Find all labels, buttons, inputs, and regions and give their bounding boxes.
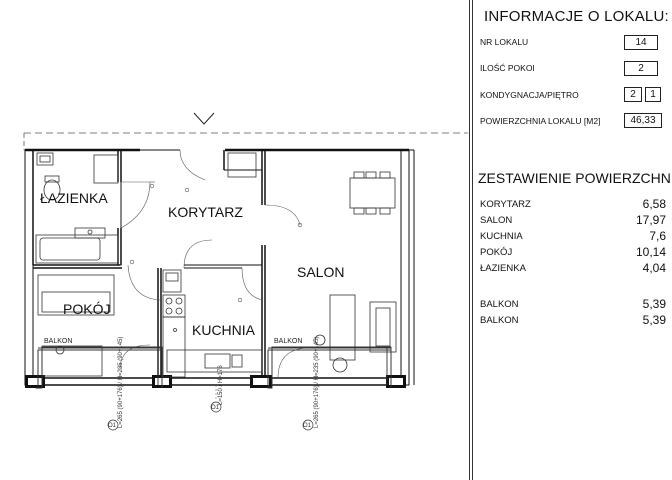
summary-row-value: 17,97 — [635, 213, 666, 227]
window-note-2: L=265 (90+176) / H=235 (90+145) — [314, 337, 320, 428]
room-label-korytarz: KORYTARZ — [168, 204, 243, 220]
balcony-left-label: BALKON — [44, 338, 72, 345]
room-label-salon: SALON — [297, 264, 344, 280]
window-note-3: L=150 / H=176 — [218, 365, 224, 405]
room-label-kuchnia: KUCHNIA — [192, 322, 256, 338]
balconies — [35, 346, 392, 389]
summary-row-value: 4,04 — [642, 261, 666, 275]
room-label-pokoj: POKÓJ — [63, 301, 110, 317]
summary-row: ŁAZIENKA 4,04 — [480, 261, 666, 275]
summary-balcony-row: BALKON 5,39 — [480, 297, 666, 311]
window-tag-3: O1 — [211, 405, 220, 411]
window-annotations: L=265 (90+176) / H=235 (90+145) L=265 (9… — [107, 337, 320, 431]
summary-row-name: ŁAZIENKA — [480, 263, 526, 274]
room-labels: ŁAZIENKA KORYTARZ SALON POKÓJ KUCHNIA — [40, 190, 344, 338]
info-value-pokoi: 2 — [624, 61, 658, 76]
info-value-pietro: 1 — [645, 87, 661, 102]
summary-row-value: 10,14 — [635, 245, 666, 259]
summary-row-value: 5,39 — [642, 297, 666, 311]
info-value-powierzchnia: 46,33 — [624, 113, 662, 128]
pokoj-furniture — [37, 274, 115, 377]
summary-balcony-row: BALKON 5,39 — [480, 313, 666, 327]
pillars — [25, 375, 406, 388]
summary-row-value: 7,6 — [649, 229, 666, 243]
summary-row-name: KUCHNIA — [480, 231, 523, 242]
divider-line — [472, 0, 473, 480]
summary-row-name: SALON — [480, 215, 513, 226]
window-tag-2: O1 — [303, 423, 312, 429]
summary-row: POKÓJ 10,14 — [480, 245, 666, 259]
info-label-nr: NR LOKALU — [480, 37, 529, 47]
kitchen-fixtures — [162, 269, 263, 378]
info-label-pietro: KONDYGNACJA/PIĘTRO — [480, 90, 579, 100]
divider-line — [469, 0, 470, 480]
summary-row: KUCHNIA 7,6 — [480, 229, 666, 243]
room-label-lazienka: ŁAZIENKA — [40, 190, 108, 206]
summary-row: KORYTARZ 6,58 — [480, 197, 666, 211]
summary-title: ZESTAWIENIE POWIERZCHNI: — [478, 170, 672, 186]
summary-row-name: KORYTARZ — [480, 199, 531, 210]
info-label-pokoi: ILOŚĆ POKOI — [480, 63, 535, 73]
summary-row: SALON 17,97 — [480, 213, 666, 227]
doors — [119, 149, 307, 379]
floor-plan: ŁAZIENKA KORYTARZ SALON POKÓJ KUCHNIA L=… — [23, 112, 468, 431]
info-value-nr: 14 — [624, 35, 658, 50]
balcony-right-label: BALKON — [274, 338, 302, 345]
summary-row-value: 6,58 — [642, 197, 666, 211]
info-title: INFORMACJE O LOKALU: — [484, 8, 669, 25]
entrance-arrow — [193, 112, 215, 125]
summary-row-value: 5,39 — [642, 313, 666, 327]
info-label-powierzchnia: POWIERZCHNIA LOKALU [M2] — [480, 116, 601, 126]
salon-furniture — [227, 152, 397, 373]
window-note-1: L=265 (90+176) / H=235 (90+145) — [118, 337, 124, 428]
bathroom-fixtures — [35, 152, 119, 264]
summary-row-name: BALKON — [480, 299, 519, 310]
summary-row-name: BALKON — [480, 315, 519, 326]
info-value-kondygnacja: 2 — [624, 87, 642, 102]
window-tag-1: O1 — [108, 423, 117, 429]
summary-row-name: POKÓJ — [480, 247, 513, 258]
